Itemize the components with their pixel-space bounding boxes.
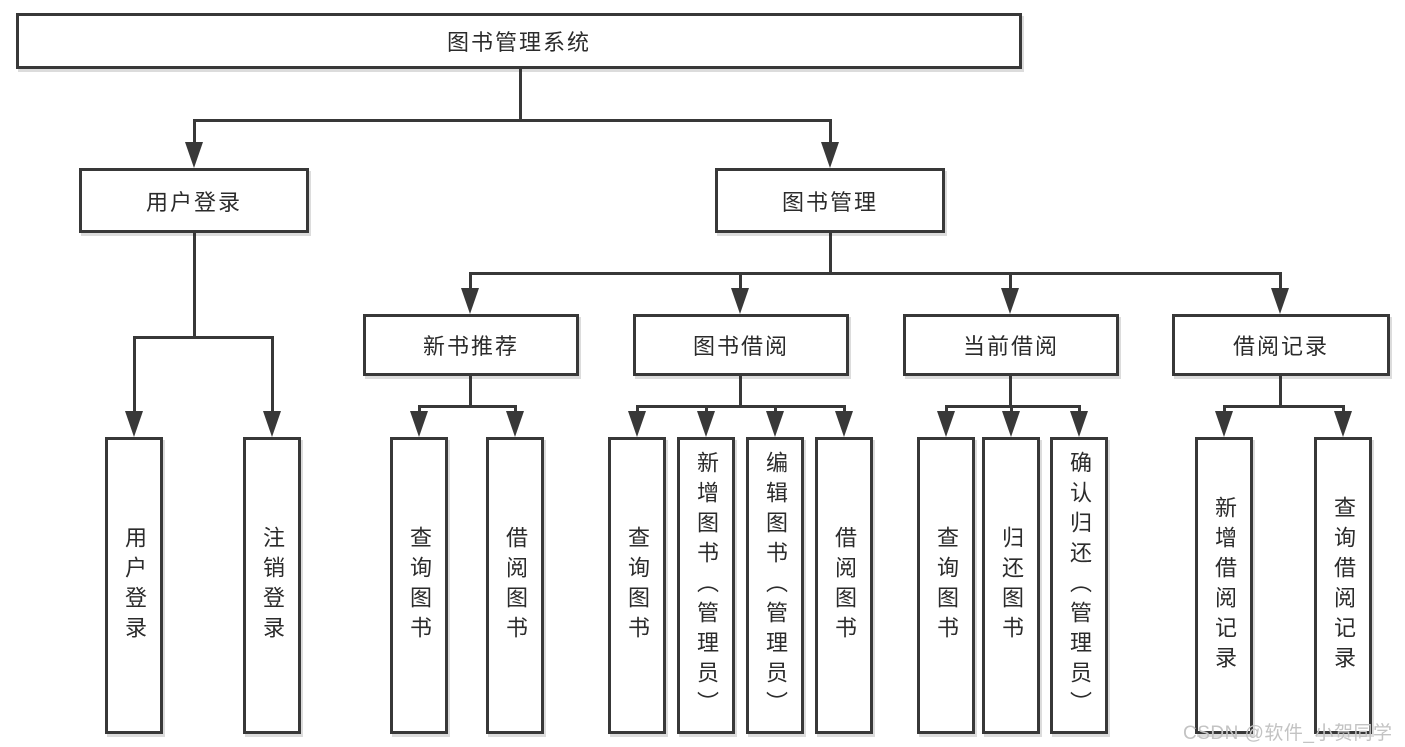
arrowhead-down-icon (1070, 411, 1088, 437)
connector-line (469, 272, 1282, 275)
connector-line (829, 233, 832, 275)
arrowhead-down-icon (835, 411, 853, 437)
connector-line (1009, 272, 1012, 290)
connector-line (1078, 405, 1081, 414)
node-leaf-query-books-current: 查询图书 (917, 437, 975, 734)
node-label: 新书推荐 (422, 334, 519, 359)
connector-line (133, 336, 274, 339)
node-label: 编辑图书（管理员） (763, 450, 788, 721)
node-current-borrowing: 当前借阅 (903, 314, 1119, 376)
arrowhead-down-icon (1271, 288, 1289, 314)
node-leaf-query-borrow-record: 查询借阅记录 (1314, 437, 1372, 734)
arrowhead-down-icon (185, 142, 203, 168)
node-borrow-records: 借阅记录 (1172, 314, 1390, 376)
arrowhead-down-icon (461, 288, 479, 314)
arrowhead-down-icon (1001, 288, 1019, 314)
node-leaf-query-books-borrowing: 查询图书 (608, 437, 666, 734)
node-label: 图书管理 (781, 189, 878, 215)
connector-line (636, 405, 846, 408)
connector-line (1009, 376, 1012, 408)
connector-line (1223, 405, 1345, 408)
connector-line (469, 376, 472, 408)
connector-line (829, 119, 832, 144)
node-label: 归还图书 (999, 525, 1024, 646)
node-label: 确认归还（管理员） (1067, 450, 1092, 721)
node-leaf-borrow-books: 借阅图书 (815, 437, 873, 734)
arrowhead-down-icon (125, 411, 143, 437)
arrowhead-down-icon (506, 411, 524, 437)
node-leaf-user-login: 用户登录 (105, 437, 163, 734)
node-leaf-return-books: 归还图书 (982, 437, 1040, 734)
node-label: 图书借阅 (692, 334, 789, 359)
arrowhead-down-icon (766, 411, 784, 437)
connector-line (1279, 376, 1282, 408)
node-leaf-confirm-return-admin: 确认归还（管理员） (1050, 437, 1108, 734)
connector-line (193, 119, 196, 144)
watermark: CSDN @软件_小贺同学 (1183, 723, 1393, 744)
connector-line (636, 405, 639, 414)
arrowhead-down-icon (731, 288, 749, 314)
connector-line (418, 405, 421, 414)
node-label: 借阅图书 (832, 525, 857, 646)
node-book-management: 图书管理 (715, 168, 945, 233)
node-leaf-edit-books-admin: 编辑图书（管理员） (746, 437, 804, 734)
connector-line (739, 376, 742, 408)
connector-line (1342, 405, 1345, 414)
connector-line (945, 405, 1081, 408)
node-book-management-system: 图书管理系统 (16, 13, 1022, 69)
connector-line (193, 233, 196, 339)
node-new-book-recommend: 新书推荐 (363, 314, 579, 376)
connector-line (469, 272, 472, 290)
node-leaf-add-borrow-record: 新增借阅记录 (1195, 437, 1253, 734)
node-leaf-query-books-recommend: 查询图书 (390, 437, 448, 734)
connector-line (843, 405, 846, 414)
node-label: 查询图书 (625, 525, 650, 646)
node-label: 当前借阅 (962, 334, 1059, 359)
node-label: 图书管理系统 (446, 30, 591, 55)
arrowhead-down-icon (628, 411, 646, 437)
connector-line (1010, 405, 1013, 414)
node-label: 新增图书（管理员） (694, 450, 719, 721)
node-label: 注销登录 (260, 525, 285, 646)
node-label: 借阅记录 (1232, 334, 1329, 359)
connector-line (514, 405, 517, 414)
connector-line (774, 405, 777, 414)
arrowhead-down-icon (1215, 411, 1233, 437)
node-book-borrowing: 图书借阅 (633, 314, 849, 376)
node-label: 用户登录 (122, 525, 147, 646)
arrowhead-down-icon (1002, 411, 1020, 437)
arrowhead-down-icon (937, 411, 955, 437)
connector-line (418, 405, 517, 408)
node-label: 查询图书 (407, 525, 432, 646)
connector-line (739, 272, 742, 290)
node-user-login: 用户登录 (79, 168, 309, 233)
connector-line (945, 405, 948, 414)
node-leaf-borrow-books-recommend: 借阅图书 (486, 437, 544, 734)
connector-line (271, 336, 274, 413)
arrowhead-down-icon (410, 411, 428, 437)
connector-line (133, 336, 136, 413)
node-leaf-add-books-admin: 新增图书（管理员） (677, 437, 735, 734)
connector-line (705, 405, 708, 414)
node-label: 借阅图书 (503, 525, 528, 646)
node-leaf-logout: 注销登录 (243, 437, 301, 734)
arrowhead-down-icon (821, 142, 839, 168)
arrowhead-down-icon (697, 411, 715, 437)
connector-line (1223, 405, 1226, 414)
node-label: 用户登录 (145, 189, 242, 215)
connector-line (519, 69, 522, 122)
connector-line (1279, 272, 1282, 290)
node-label: 查询借阅记录 (1331, 495, 1356, 676)
arrowhead-down-icon (263, 411, 281, 437)
node-label: 查询图书 (934, 525, 959, 646)
node-label: 新增借阅记录 (1212, 495, 1237, 676)
connector-line (193, 119, 832, 122)
arrowhead-down-icon (1334, 411, 1352, 437)
